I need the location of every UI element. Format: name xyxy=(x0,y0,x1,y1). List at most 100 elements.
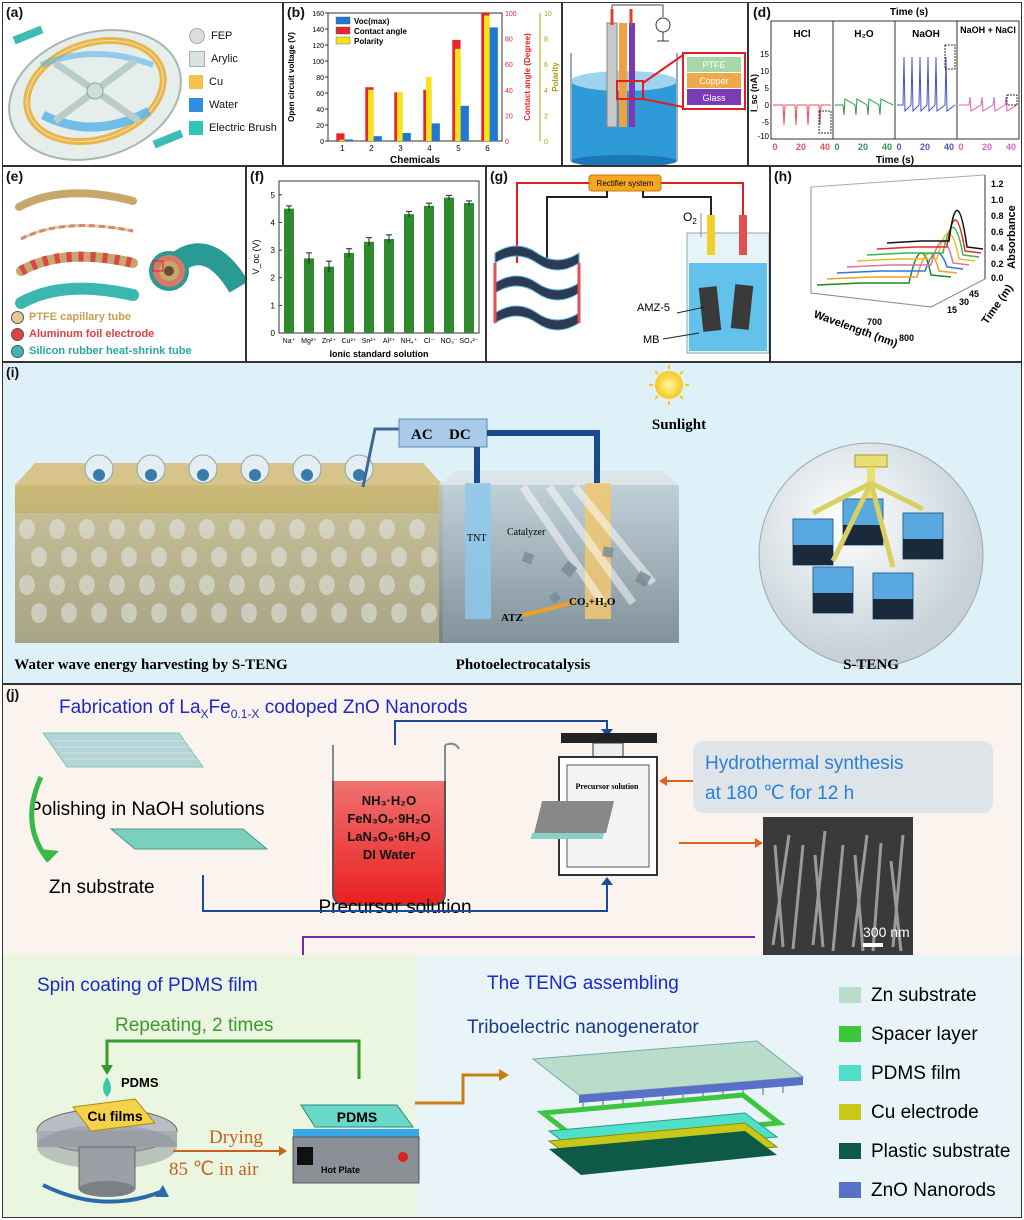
water-bubble xyxy=(151,547,167,567)
repeating-label: Repeating, 2 times xyxy=(115,1015,273,1036)
beaker-line: FeN₃O₉·9H₂O xyxy=(347,811,430,826)
bar-1 xyxy=(304,258,314,333)
water-bubble xyxy=(259,519,275,539)
panel-j-label: (j) xyxy=(6,686,20,702)
legend-swatch xyxy=(839,1065,861,1081)
current-plot: Time (s) HCl H₂O NaOH NaOH + NaCl 15 10 … xyxy=(749,7,1020,165)
xtick: 0 xyxy=(834,142,839,152)
xtick: 40 xyxy=(944,142,954,152)
water-bubble xyxy=(49,575,65,595)
sunlight-label: Sunlight xyxy=(652,417,706,433)
bar-voc-max--5 xyxy=(460,105,469,141)
plot-frame xyxy=(278,180,480,334)
ammeter-icon xyxy=(655,17,671,33)
precursor-label: Precursor solution xyxy=(318,897,471,918)
bar-polarity-5 xyxy=(455,48,461,142)
xtick: 40 xyxy=(882,142,892,152)
water-bubble xyxy=(199,519,215,539)
legend-swatch xyxy=(839,987,861,1003)
legend-item-fep: FEP xyxy=(189,25,277,48)
water-bubble xyxy=(31,603,47,623)
bar-7 xyxy=(424,205,434,333)
ytick-label: 60 xyxy=(316,91,324,98)
teng-core xyxy=(353,469,365,481)
xtick-label: Cl⁻ xyxy=(424,338,435,345)
water-bubble xyxy=(181,603,197,623)
water-bubble xyxy=(361,603,377,623)
beaker-line: NH₃·H₂O xyxy=(362,793,416,808)
layer-ptfe-label: PTFE xyxy=(702,60,725,70)
water-bubble xyxy=(301,603,317,623)
brush-swatch-icon xyxy=(189,121,203,136)
bar-8 xyxy=(444,197,454,333)
ytick3-label: 4 xyxy=(544,88,548,95)
water-bubble xyxy=(391,547,407,567)
ytick3-label: 8 xyxy=(544,37,548,44)
legend-label: Contact angle xyxy=(354,27,407,36)
disk-device-illustration xyxy=(8,25,184,161)
xtick-label: 1 xyxy=(340,144,345,153)
xtick-label: 4 xyxy=(427,144,432,153)
pdms-drop-label: PDMS xyxy=(121,1075,159,1090)
chart-b: 0204060801001201401600204060801000246810… xyxy=(287,11,560,165)
water-bubble xyxy=(121,547,137,567)
water-bubble xyxy=(409,519,425,539)
sun-icon xyxy=(655,371,683,399)
xtick: 700 xyxy=(867,317,882,327)
xtick-label: Al³⁺ xyxy=(383,338,396,345)
water-bubble xyxy=(229,519,245,539)
water-bubble xyxy=(211,547,227,567)
s-teng-illustration: AC DC Sunlight TNT Catalyzer ATZ CO₂+H₂O xyxy=(14,365,984,673)
water-bubble xyxy=(91,603,107,623)
ytick2-label: 80 xyxy=(505,37,513,44)
panel-g: (g) Rectifier system O2 AMZ-5 MB xyxy=(486,166,770,362)
water-bubble xyxy=(211,603,227,623)
panel-h: (h) 1.2 1.0 0.8 0.6 0.4 0.2 0.0 Absorban… xyxy=(770,166,1022,362)
tube-illustration xyxy=(15,189,245,309)
bar-polarity-3 xyxy=(397,92,403,141)
section-h2o: H₂O xyxy=(854,29,874,40)
water-bubble xyxy=(391,603,407,623)
xtick: 20 xyxy=(796,142,806,152)
teng-core xyxy=(93,469,105,481)
section-naoh: NaOH xyxy=(912,29,940,40)
legend-label: Plastic substrate xyxy=(871,1141,1010,1162)
ytick2-label: 60 xyxy=(505,62,513,69)
water-bubble xyxy=(319,575,335,595)
xtick: 800 xyxy=(899,333,914,343)
water-bubble xyxy=(421,603,437,623)
water-bubble xyxy=(289,575,305,595)
water-bubble xyxy=(169,575,185,595)
teng-core xyxy=(301,469,313,481)
dc-label: DC xyxy=(449,427,471,443)
bar-0 xyxy=(284,208,294,333)
ytick-label: 2 xyxy=(271,274,276,283)
xtick: 0 xyxy=(772,142,777,152)
water-bubble xyxy=(259,575,275,595)
fabrication-title: Fabrication of LaXFe0.1-X codoped ZnO Na… xyxy=(59,697,468,721)
ptfe-dot-icon xyxy=(11,310,24,324)
ytick: 30 xyxy=(959,297,969,307)
legend-swatch xyxy=(839,1104,861,1120)
ytick-label: 3 xyxy=(271,246,276,255)
ytick: 5 xyxy=(765,84,770,93)
y-axis-label: Open circuit voltage (V) xyxy=(287,32,296,122)
legend-item-silicon: Silicon rubber heat-shrink tube xyxy=(11,343,192,360)
ytick: 45 xyxy=(969,289,979,299)
ytick-label: 20 xyxy=(316,123,324,130)
legend-label: Zn substrate xyxy=(871,985,977,1006)
y-axis-label: V_oc (V) xyxy=(251,239,261,274)
water-bubble xyxy=(289,519,305,539)
y-axis-label: I_sc (nA) xyxy=(749,74,759,112)
autoclave-label: Precursor solution xyxy=(575,782,639,791)
xtick: 20 xyxy=(982,142,992,152)
scale-bar-label: 300 nm xyxy=(863,924,910,940)
xtick-label: 2 xyxy=(369,144,374,153)
ztick: 0.0 xyxy=(991,273,1004,283)
ytick3-label: 10 xyxy=(544,11,552,18)
tnt-label: TNT xyxy=(467,533,486,544)
water-bubble xyxy=(79,575,95,595)
ac-label: AC xyxy=(411,427,433,443)
chart-f: 012345Na⁺Mg²⁺Zn²⁺Cu²⁺Sn²⁺Al³⁺NH₄⁺Cl⁻NO₃⁻… xyxy=(251,180,480,359)
